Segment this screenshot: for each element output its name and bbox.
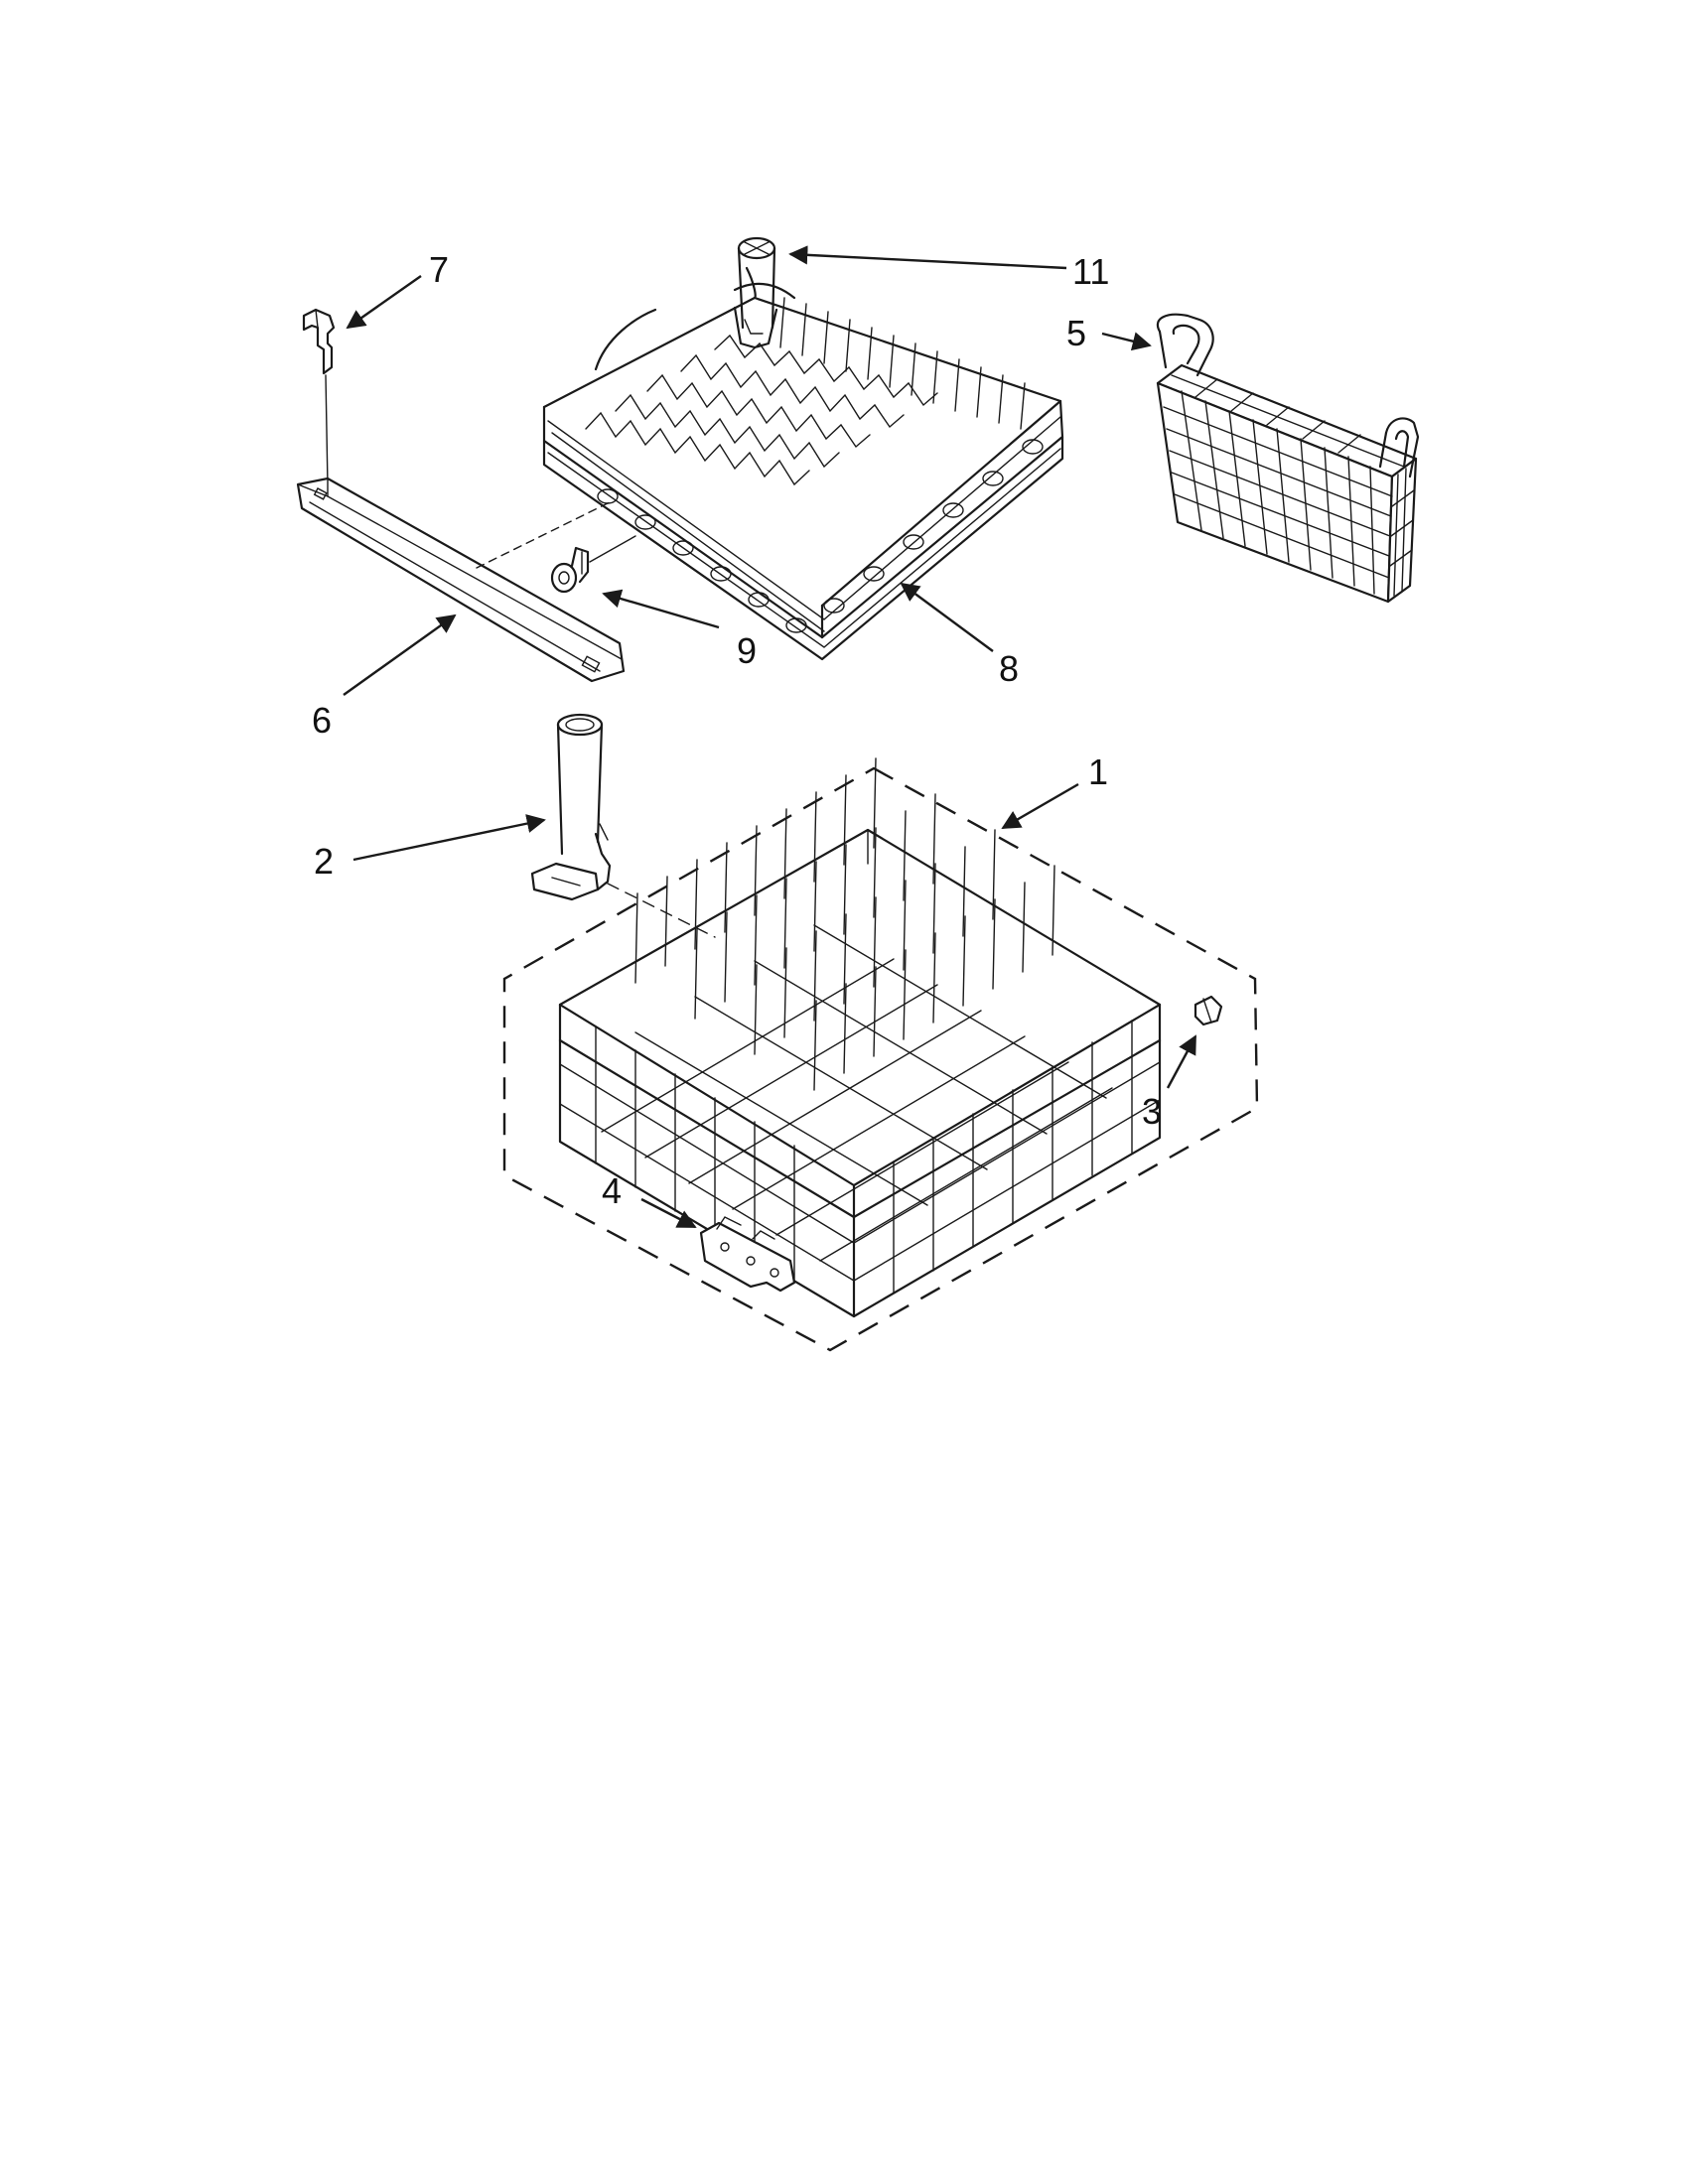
leader-8 <box>900 582 994 652</box>
rack-tine <box>754 964 758 1055</box>
leader-lines <box>343 245 1197 1229</box>
rack-tine <box>754 825 758 916</box>
rack-tine <box>873 966 877 1057</box>
callout-5: 5 <box>1066 313 1086 353</box>
rack-tine <box>843 913 847 1005</box>
lower-rack-wheel-part <box>1193 995 1223 1026</box>
rack-tine <box>932 932 936 1024</box>
rack-tine <box>873 757 877 849</box>
leader-6 <box>343 614 457 696</box>
rack-tine <box>962 915 966 1007</box>
callout-1: 1 <box>1088 751 1108 792</box>
leader-1 <box>1001 782 1079 830</box>
rack-tine <box>932 793 936 885</box>
rack-tine <box>873 896 877 988</box>
rack-stop-clip-part <box>302 308 336 487</box>
callout-3: 3 <box>1142 1091 1162 1132</box>
callout-9: 9 <box>737 630 757 671</box>
rack-tine <box>783 947 787 1038</box>
rack-tine <box>754 894 758 986</box>
rack-tine <box>932 863 936 954</box>
rack-tine <box>992 898 996 990</box>
rack-tine <box>664 876 668 967</box>
callout-7: 7 <box>429 249 449 290</box>
leader-11 <box>788 245 1067 270</box>
leader-7 <box>346 275 422 330</box>
rack-tine <box>813 1000 817 1091</box>
lower-rack-bearing-part <box>699 1216 796 1293</box>
rack-tine <box>843 774 847 866</box>
leader-9 <box>602 589 720 629</box>
lower-spray-tube-part <box>530 713 612 901</box>
rack-tine <box>903 810 907 901</box>
rack-tine <box>873 827 877 918</box>
lower-rack-assembly-outline <box>502 766 1259 1352</box>
rack-tine <box>903 949 907 1040</box>
leader-3 <box>1166 1034 1197 1089</box>
rack-tine <box>962 846 966 937</box>
upper-spray-tube-part <box>733 236 778 349</box>
rack-tine <box>813 930 817 1022</box>
rack-tine <box>694 928 698 1020</box>
callout-2: 2 <box>314 841 334 882</box>
callout-11: 11 <box>1072 251 1109 292</box>
rack-tine <box>903 880 907 971</box>
callout-8: 8 <box>999 648 1019 689</box>
rack-rail-part <box>296 477 626 683</box>
callout-4: 4 <box>602 1170 622 1211</box>
rack-tine <box>843 983 847 1074</box>
rack-tine <box>694 859 698 950</box>
rack-tine <box>813 791 817 883</box>
leader-5 <box>1101 332 1152 351</box>
lower-rack-part <box>558 757 1162 1318</box>
rack-tine <box>783 808 787 899</box>
rack-tine <box>843 844 847 935</box>
silverware-basket-part <box>1156 313 1420 604</box>
rack-tine <box>1022 882 1026 973</box>
rack-tine <box>992 829 996 920</box>
rack-roller-part <box>550 535 636 594</box>
rack-tine <box>634 892 638 984</box>
rack-tine <box>783 878 787 969</box>
callout-6: 6 <box>312 700 332 741</box>
callout-labels: 7 11 5 6 9 8 1 2 3 4 <box>312 249 1162 1211</box>
rack-tine <box>724 842 728 933</box>
upper-rack-part <box>542 266 1064 661</box>
leader-2 <box>352 814 546 862</box>
rack-tine <box>724 911 728 1003</box>
rack-tine <box>813 861 817 952</box>
rack-tine <box>1052 865 1055 956</box>
leader-4 <box>640 1197 697 1229</box>
